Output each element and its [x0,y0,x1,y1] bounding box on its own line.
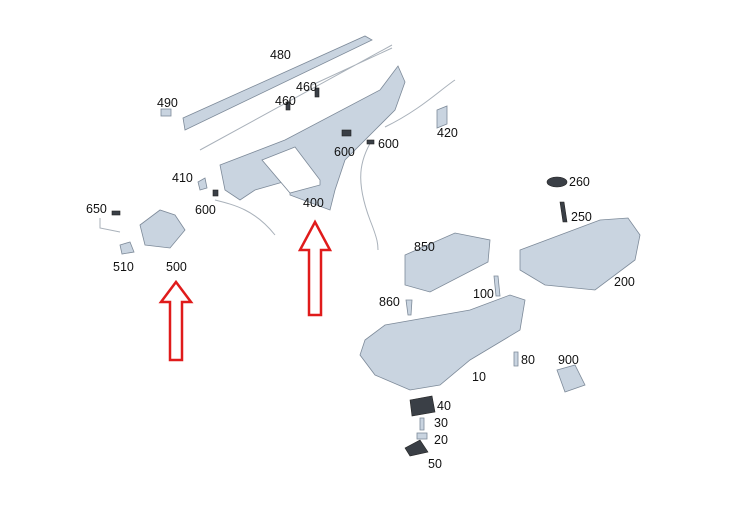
part-600-connector [212,189,219,197]
label-460: 460 [296,80,317,94]
part-40-module [409,395,436,417]
part-10-carrier [359,294,526,391]
part-600-connector [366,139,375,145]
part-500-cover [139,209,186,249]
label-600: 600 [334,145,355,159]
label-20: 20 [434,433,448,447]
dashboard-display-cutout [261,146,321,194]
red-arrow-up-400 [297,219,333,317]
label-200: 200 [614,275,635,289]
label-420: 420 [437,126,458,140]
part-650-connector [111,210,121,216]
label-510: 510 [113,260,134,274]
cable [384,79,456,128]
part-510-clip [119,241,135,255]
label-80: 80 [521,353,535,367]
part-420-bracket [436,105,448,129]
label-500: 500 [166,260,187,274]
part-860-bolt [405,299,413,316]
part-80-bolt [513,351,519,367]
red-arrow-up-500 [158,279,194,362]
label-50: 50 [428,457,442,471]
cable [199,44,393,151]
label-260: 260 [569,175,590,189]
part-900-bracket [556,364,586,393]
label-10: 10 [472,370,486,384]
part-50-bracket [404,439,429,457]
label-900: 900 [558,353,579,367]
part-400-dashboard-panel [219,65,406,211]
label-600: 600 [378,137,399,151]
label-600: 600 [195,203,216,217]
cable [214,199,276,236]
label-850: 850 [414,240,435,254]
label-30: 30 [434,416,448,430]
cable [99,218,121,233]
label-480: 480 [270,48,291,62]
label-860: 860 [379,295,400,309]
label-100: 100 [473,287,494,301]
label-400: 400 [303,196,324,210]
part-460-clip [285,101,291,111]
part-20-clip [416,432,428,440]
part-30-bolt [419,417,425,431]
part-480-trim-strip [182,35,373,131]
part-460-clip [314,87,320,98]
part-490-clip [160,108,172,117]
part-200-glovebox [519,217,641,291]
label-410: 410 [172,171,193,185]
part-600-connector [341,129,352,137]
part-260-cap [546,176,568,188]
label-650: 650 [86,202,107,216]
part-250-bolt [559,201,568,223]
label-250: 250 [571,210,592,224]
part-100-bolt [493,275,501,297]
part-410-clip [197,177,208,191]
label-460: 460 [275,94,296,108]
label-40: 40 [437,399,451,413]
cable [360,139,379,251]
part-850-airbag-module [404,232,491,293]
label-490: 490 [157,96,178,110]
